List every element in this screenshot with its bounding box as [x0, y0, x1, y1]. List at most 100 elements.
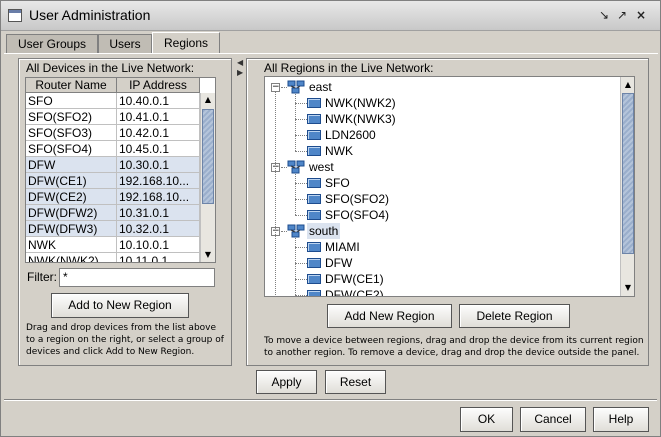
ip-address-cell: 10.11.0.1: [117, 253, 200, 262]
table-row[interactable]: DFW(DFW3)10.32.0.1: [26, 221, 200, 237]
device-icon: [307, 290, 321, 296]
router-name-cell: SFO(SFO3): [26, 125, 117, 141]
add-to-new-region-button[interactable]: Add to New Region: [51, 293, 189, 318]
device-node[interactable]: DFW: [325, 256, 353, 270]
ip-address-cell: 10.30.0.1: [117, 157, 200, 173]
region-node-west[interactable]: west: [309, 160, 334, 174]
tree-line: [295, 151, 307, 152]
tree-line: [281, 231, 287, 232]
tree-line: [295, 199, 307, 200]
tree-scroll-thumb[interactable]: [622, 93, 634, 254]
tree-scroll-down-icon[interactable]: ▼: [624, 283, 632, 292]
table-row[interactable]: SFO(SFO4)10.45.0.1: [26, 141, 200, 157]
router-name-cell: DFW(DFW2): [26, 205, 117, 221]
tab-user-groups[interactable]: User Groups: [6, 34, 98, 53]
device-icon: [307, 98, 321, 108]
tree-line: [281, 167, 287, 168]
tree-line: [275, 91, 276, 296]
device-icon: [307, 210, 321, 220]
filter-input[interactable]: *: [59, 268, 215, 287]
apply-button[interactable]: Apply: [256, 370, 317, 394]
reset-button[interactable]: Reset: [325, 370, 386, 394]
table-row[interactable]: SFO(SFO3)10.42.0.1: [26, 125, 200, 141]
device-node[interactable]: DFW(CE2): [325, 288, 384, 297]
scroll-up-icon[interactable]: ▲: [204, 95, 212, 104]
delete-region-button[interactable]: Delete Region: [459, 304, 570, 328]
tree-line: [295, 94, 296, 151]
add-new-region-button[interactable]: Add New Region: [327, 304, 452, 328]
table-row[interactable]: SFO(SFO2)10.41.0.1: [26, 109, 200, 125]
scroll-down-icon[interactable]: ▼: [204, 250, 212, 259]
column-ip-address[interactable]: IP Address: [117, 78, 200, 93]
scroll-thumb[interactable]: [202, 109, 214, 204]
devices-scrollbar[interactable]: ▲ ▼: [200, 93, 215, 262]
regions-hint: To move a device between regions, drag a…: [264, 336, 644, 358]
tree-line: [295, 103, 307, 104]
region-node-east[interactable]: east: [309, 80, 332, 94]
device-node[interactable]: MIAMI: [325, 240, 360, 254]
ip-address-cell: 10.40.0.1: [117, 93, 200, 109]
device-node[interactable]: SFO(SFO2): [325, 192, 390, 206]
tree-line: [295, 279, 307, 280]
footer-separator: [4, 399, 657, 400]
collapse-right-icon[interactable]: ▶: [237, 68, 244, 77]
network-icon: [287, 160, 305, 174]
minimize-icon[interactable]: ↘: [598, 8, 610, 22]
device-node[interactable]: DFW(CE1): [325, 272, 384, 286]
device-node[interactable]: SFO(SFO4): [325, 208, 390, 222]
devices-table-header: Router Name IP Address: [26, 78, 200, 93]
device-icon: [307, 258, 321, 268]
tree-line: [295, 238, 296, 295]
device-node[interactable]: LDN2600: [325, 128, 376, 142]
collapse-left-icon[interactable]: ◀: [237, 58, 244, 67]
router-name-cell: SFO(SFO4): [26, 141, 117, 157]
router-name-cell: DFW: [26, 157, 117, 173]
router-name-cell: SFO(SFO2): [26, 109, 117, 125]
regions-scrollbar[interactable]: ▲ ▼: [620, 77, 634, 296]
tree-line: [295, 183, 307, 184]
router-name-cell: NWK(NWK2): [26, 253, 117, 262]
help-button[interactable]: Help: [593, 407, 649, 432]
table-row[interactable]: DFW(DFW2)10.31.0.1: [26, 205, 200, 221]
filter-label: Filter:: [27, 270, 57, 284]
region-node-south[interactable]: south: [307, 223, 341, 239]
regions-panel: [246, 58, 649, 366]
devices-heading: All Devices in the Live Network:: [26, 61, 195, 75]
device-icon: [307, 146, 321, 156]
tree-line: [295, 119, 307, 120]
maximize-icon[interactable]: ↗: [616, 8, 628, 22]
device-icon: [307, 274, 321, 284]
tree-scroll-up-icon[interactable]: ▲: [624, 80, 632, 89]
column-router-name[interactable]: Router Name: [26, 78, 117, 93]
table-row[interactable]: DFW(CE1)192.168.10...: [26, 173, 200, 189]
window-icon: [8, 9, 22, 22]
tree-line: [295, 247, 307, 248]
device-node[interactable]: SFO: [325, 176, 350, 190]
router-name-cell: SFO: [26, 93, 117, 109]
device-icon: [307, 242, 321, 252]
tab-regions[interactable]: Regions: [152, 32, 220, 54]
tab-users[interactable]: Users: [98, 34, 152, 53]
ip-address-cell: 10.45.0.1: [117, 141, 200, 157]
close-icon[interactable]: ×: [635, 8, 647, 22]
devices-panel: [18, 58, 232, 366]
tree-line: [295, 215, 307, 216]
device-node[interactable]: NWK: [325, 144, 353, 158]
ip-address-cell: 192.168.10...: [117, 189, 200, 205]
tree-line: [295, 135, 307, 136]
tree-line: [281, 87, 287, 88]
regions-heading: All Regions in the Live Network:: [264, 61, 434, 75]
table-row[interactable]: DFW(CE2)192.168.10...: [26, 189, 200, 205]
device-node[interactable]: NWK(NWK3): [325, 112, 396, 126]
ip-address-cell: 10.10.0.1: [117, 237, 200, 253]
ok-button[interactable]: OK: [460, 407, 513, 432]
device-node[interactable]: NWK(NWK2): [325, 96, 396, 110]
cancel-button[interactable]: Cancel: [520, 407, 586, 432]
table-row[interactable]: NWK(NWK2)10.11.0.1: [26, 253, 200, 262]
